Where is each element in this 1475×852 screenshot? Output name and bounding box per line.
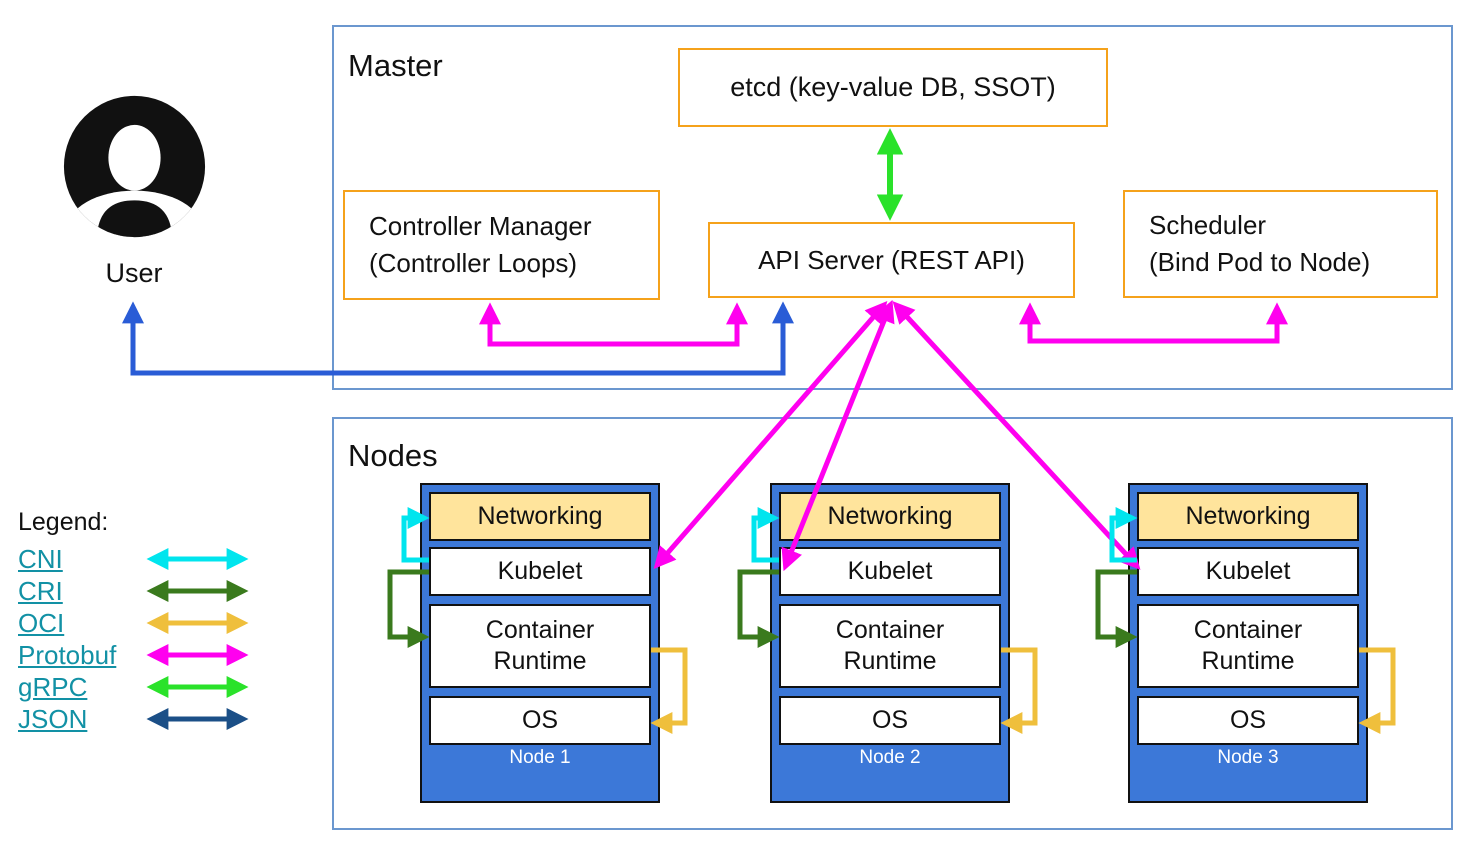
- runtime-line2: Runtime: [1201, 647, 1295, 675]
- networking-box: Networking: [429, 492, 651, 541]
- container-runtime-box: Container Runtime: [1137, 604, 1359, 688]
- os-label: OS: [521, 706, 559, 734]
- runtime-line2: Runtime: [843, 647, 937, 675]
- user-avatar-icon: [63, 95, 206, 238]
- os-box: OS: [429, 696, 651, 745]
- legend-link-oci[interactable]: OCI: [18, 608, 65, 638]
- legend-link-grpc[interactable]: gRPC: [18, 672, 88, 702]
- controller-manager-box: Controller Manager (Controller Loops): [343, 190, 660, 300]
- kubelet-box: Kubelet: [1137, 547, 1359, 596]
- networking-label: Networking: [477, 502, 603, 530]
- node-name-label: Node 1: [509, 747, 571, 768]
- networking-label: Networking: [1185, 502, 1311, 530]
- scheduler-box: Scheduler (Bind Pod to Node): [1123, 190, 1438, 298]
- user-label: User: [105, 258, 163, 288]
- runtime-line1: Container: [485, 616, 595, 644]
- legend-link-cri[interactable]: CRI: [18, 576, 63, 606]
- scheduler-line2: (Bind Pod to Node): [1149, 247, 1371, 277]
- container-runtime-box: Container Runtime: [429, 604, 651, 688]
- legend-link-protobuf[interactable]: Protobuf: [18, 640, 117, 670]
- master-title: Master: [348, 48, 443, 83]
- kubelet-box: Kubelet: [779, 547, 1001, 596]
- kubelet-label: Kubelet: [847, 557, 933, 585]
- kubelet-box: Kubelet: [429, 547, 651, 596]
- networking-box: Networking: [779, 492, 1001, 541]
- os-label: OS: [871, 706, 909, 734]
- nodes-title: Nodes: [348, 438, 438, 473]
- os-label: OS: [1229, 706, 1267, 734]
- controller-manager-line1: Controller Manager: [369, 211, 592, 241]
- networking-box: Networking: [1137, 492, 1359, 541]
- runtime-line1: Container: [1193, 616, 1303, 644]
- etcd-box: etcd (key-value DB, SSOT): [678, 48, 1108, 127]
- runtime-line1: Container: [835, 616, 945, 644]
- os-box: OS: [1137, 696, 1359, 745]
- node-name-label: Node 2: [859, 747, 921, 768]
- legend-link-cni[interactable]: CNI: [18, 544, 63, 574]
- etcd-label: etcd (key-value DB, SSOT): [730, 72, 1056, 102]
- node-card-2: Networking Kubelet Container Runtime OS …: [770, 483, 1010, 803]
- networking-label: Networking: [827, 502, 953, 530]
- legend-title: Legend:: [18, 508, 109, 536]
- kubelet-label: Kubelet: [1205, 557, 1291, 585]
- node-card-3: Networking Kubelet Container Runtime OS …: [1128, 483, 1368, 803]
- api-server-box: API Server (REST API): [708, 222, 1075, 298]
- controller-manager-line2: (Controller Loops): [369, 248, 578, 278]
- os-box: OS: [779, 696, 1001, 745]
- runtime-line2: Runtime: [493, 647, 587, 675]
- kubelet-label: Kubelet: [497, 557, 583, 585]
- legend-link-json[interactable]: JSON: [18, 704, 88, 734]
- node-name-label: Node 3: [1217, 747, 1279, 768]
- scheduler-line1: Scheduler: [1149, 210, 1267, 240]
- container-runtime-box: Container Runtime: [779, 604, 1001, 688]
- node-card-1: Networking Kubelet Container Runtime OS …: [420, 483, 660, 803]
- api-server-label: API Server (REST API): [758, 244, 1025, 275]
